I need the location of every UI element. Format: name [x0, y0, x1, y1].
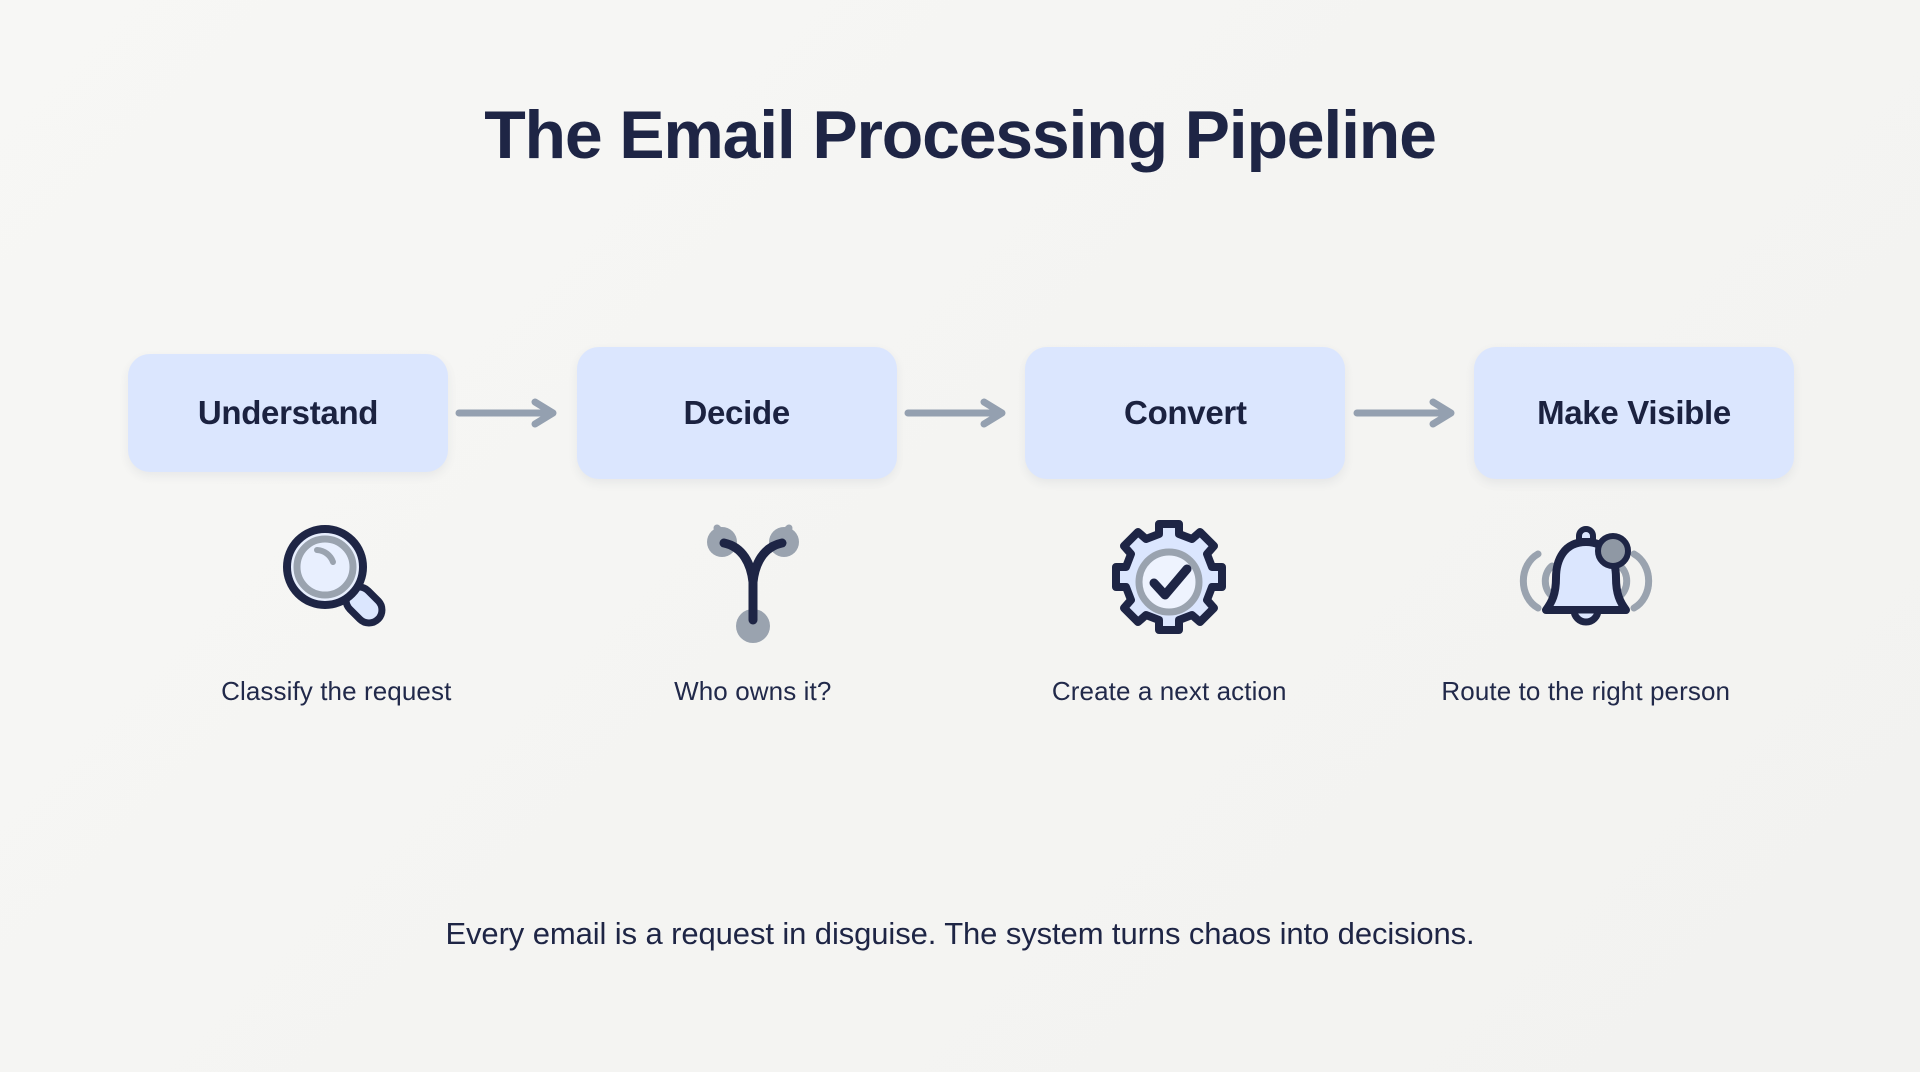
detail-column-convert: Create a next action [961, 512, 1378, 707]
caption-decide: Who owns it? [674, 676, 832, 706]
magnifying-glass-icon [270, 512, 402, 652]
arrow-understand-to-decide [448, 398, 577, 428]
arrow-decide-to-convert [897, 398, 1026, 428]
gear-check-icon [1103, 512, 1235, 652]
stage-label-make-visible: Make Visible [1537, 394, 1731, 431]
stage-card-decide[interactable]: Decide [576, 347, 897, 479]
branch-fork-icon [687, 512, 819, 652]
stage-card-understand[interactable]: Understand [128, 354, 448, 472]
detail-column-make-visible: Route to the right person [1378, 512, 1795, 707]
stage-label-convert: Convert [1124, 394, 1247, 431]
footer-note: Every email is a request in disguise. Th… [445, 916, 1475, 951]
page-title: The Email Processing Pipeline [484, 97, 1437, 173]
pipeline-detail-row: Classify the request Who owns it? [128, 512, 1794, 707]
bell-ringing-icon [1516, 512, 1656, 652]
stage-card-convert[interactable]: Convert [1025, 347, 1346, 479]
arrow-convert-to-make-visible [1345, 398, 1474, 428]
stage-card-make-visible[interactable]: Make Visible [1474, 347, 1795, 479]
stage-label-understand: Understand [197, 394, 379, 431]
caption-convert: Create a next action [1051, 676, 1287, 706]
pipeline-stage-row: Understand Decide Convert [128, 340, 1795, 486]
detail-column-understand: Classify the request [128, 512, 545, 707]
detail-column-decide: Who owns it? [545, 512, 962, 707]
stage-label-decide: Decide [683, 394, 790, 431]
caption-make-visible: Route to the right person [1441, 676, 1731, 706]
caption-understand: Classify the request [221, 676, 452, 706]
